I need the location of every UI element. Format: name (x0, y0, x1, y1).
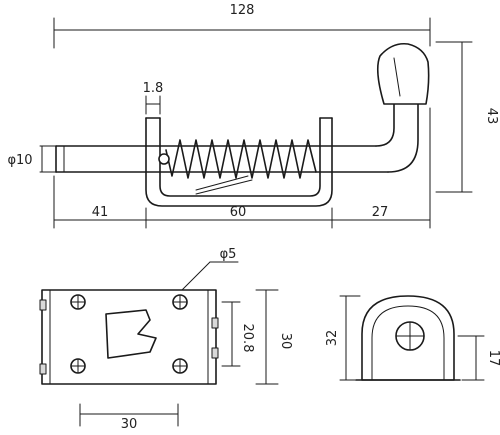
cross-pin-icon (158, 153, 170, 165)
dim-width-bottom: 30 (79, 403, 179, 432)
dim-bottom-segments: 41 60 27 (53, 107, 431, 229)
u-bracket (145, 117, 333, 207)
dim-label-27: 27 (372, 205, 389, 220)
dim-hole-diameter: φ5 (181, 247, 239, 291)
handle (375, 42, 430, 173)
dim-label-20-8: 20.8 (240, 324, 255, 353)
dim-total-height: 32 (325, 295, 361, 381)
dim-label-30-bottom: 30 (121, 417, 138, 432)
dim-thickness: 1.8 (143, 81, 164, 115)
dim-overall-length: 128 (53, 3, 431, 49)
dim-label-17: 17 (486, 350, 500, 367)
dim-label-phi5: φ5 (220, 247, 237, 262)
dim-label-128: 128 (230, 3, 255, 18)
dim-label-43: 43 (484, 108, 499, 125)
dim-label-32: 32 (325, 330, 340, 347)
plate-holes (70, 294, 188, 374)
dim-label-60: 60 (230, 205, 247, 220)
side-view: 128 43 1.8 φ10 (7, 3, 499, 229)
dim-label-1-8: 1.8 (143, 81, 164, 96)
spring (165, 139, 317, 195)
dim-pin-diameter: φ10 (7, 145, 57, 173)
dim-height: 43 (435, 41, 499, 193)
dim-label-41: 41 (92, 205, 109, 220)
dim-hole-spacing: 20.8 (221, 301, 255, 367)
plate-cutout (105, 309, 157, 359)
front-view: φ5 20.8 (39, 247, 293, 432)
dim-eye-height: 17 (457, 335, 500, 381)
dim-label-phi10: φ10 (7, 153, 32, 168)
end-view: 32 17 (325, 295, 500, 381)
dim-plate-height: 30 (255, 289, 293, 385)
dim-label-30-right: 30 (278, 333, 293, 350)
